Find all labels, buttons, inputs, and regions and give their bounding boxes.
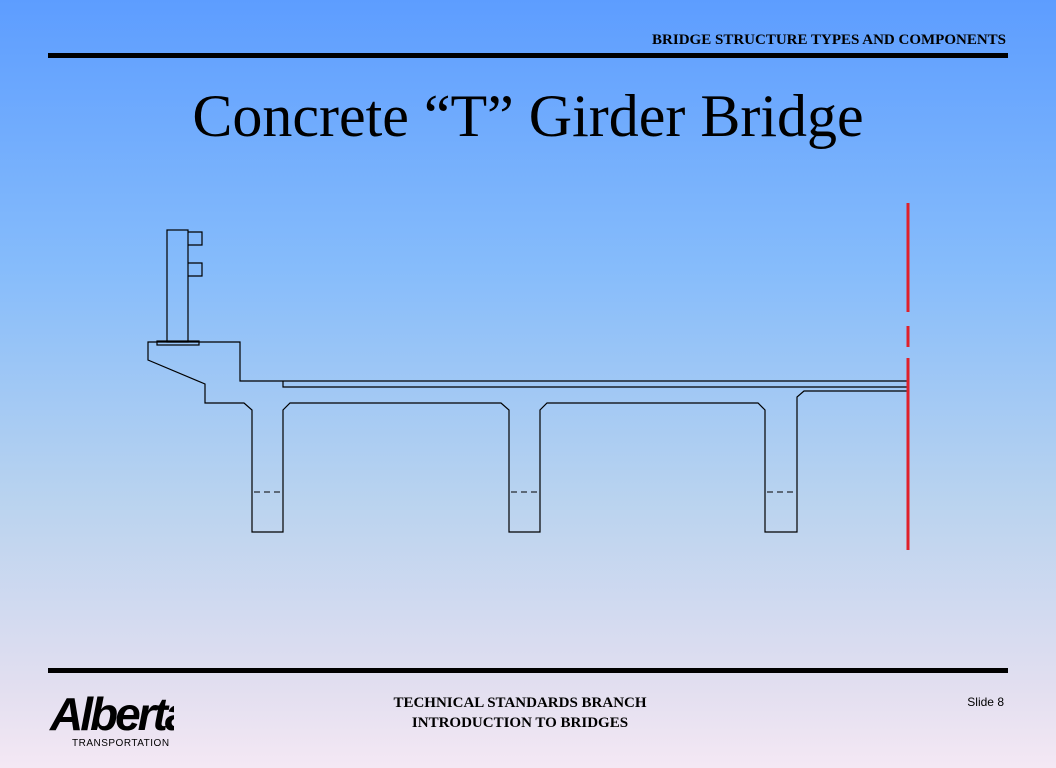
base-plate [156,340,200,346]
course-name: INTRODUCTION TO BRIDGES [411,715,629,731]
slide-number: Slide 8 [967,695,1004,709]
deck-girder-outline [147,341,908,533]
logo-subtext: TRANSPORTATION [72,738,170,749]
wearing-surface [282,381,908,388]
alberta-logo: Alberta [49,688,174,740]
branch-name: TECHNICAL STANDARDS BRANCH [393,695,647,711]
barrier-rail-lower [188,262,203,277]
slide-title: Concrete “T” Girder Bridge [192,83,864,149]
footer-branch-info: TECHNICAL STANDARDS BRANCH INTRODUCTION … [320,693,720,733]
section-title: BRIDGE STRUCTURE TYPES AND COMPONENTS [652,32,1006,48]
footer-rule [48,668,1008,673]
barrier-post [166,229,189,343]
header-rule [48,53,1008,58]
svg-text:Alberta: Alberta [49,688,174,740]
barrier-rail-upper [188,231,203,246]
